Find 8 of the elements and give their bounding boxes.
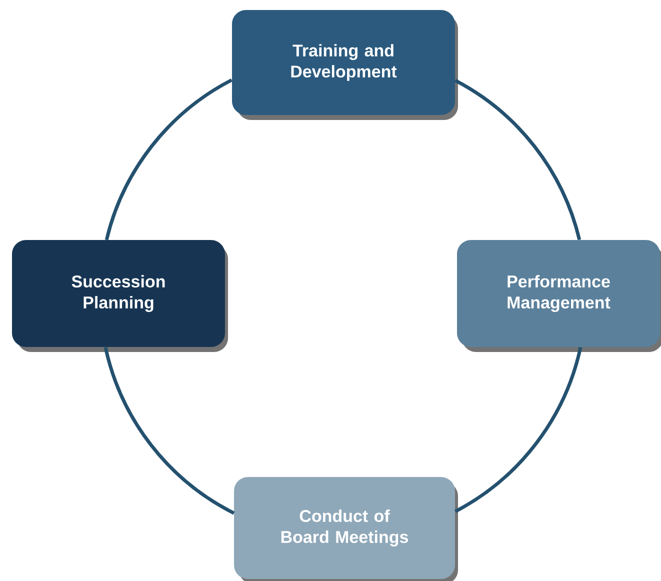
- connector-arc: [104, 346, 235, 515]
- process-box: Succession Planning: [12, 240, 228, 352]
- process-box: Performance Management: [457, 240, 661, 352]
- process-box: Training and Development: [232, 10, 458, 120]
- connector-arc: [454, 346, 582, 513]
- connector-arc: [454, 78, 582, 240]
- connector-arc: [104, 78, 233, 240]
- process-box: Conduct of Board Meetings: [234, 477, 458, 581]
